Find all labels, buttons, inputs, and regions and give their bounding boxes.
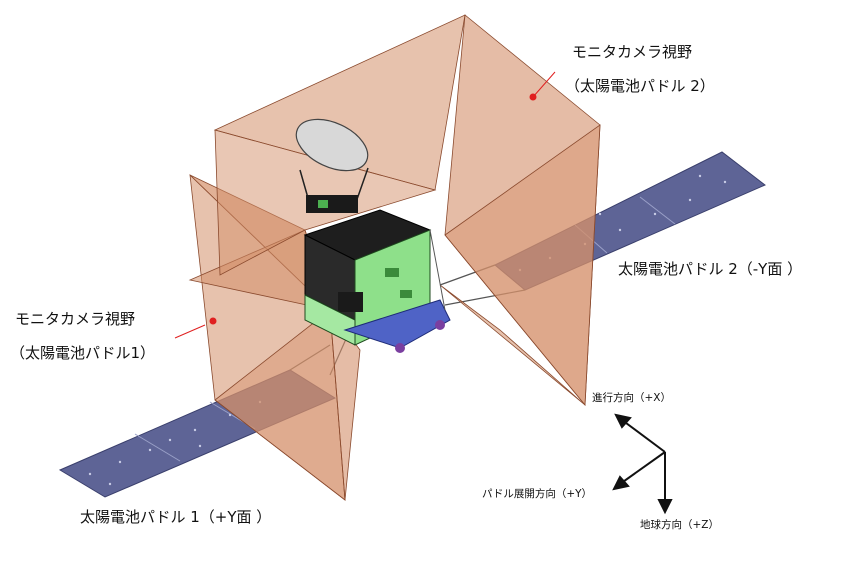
y-axis-arrowhead [612, 475, 630, 491]
x-axis-label: 進行方向（+X） [592, 392, 671, 404]
x-axis-arrowhead [614, 413, 632, 429]
monitor-fov-paddle1-label-line1: モニタカメラ視野 [15, 310, 136, 328]
antenna-dish [295, 118, 369, 172]
solar-paddle-1-label: 太陽電池パドル 1（+Y面 ） [80, 508, 272, 526]
monitor-fov-paddle2-label-line2: （太陽電池パドル 2） [565, 77, 715, 95]
axis-triad [612, 413, 673, 515]
label-pointers [174, 71, 556, 339]
z-axis-arrowhead [657, 499, 673, 515]
z-axis-label: 地球方向（+Z） [640, 519, 719, 531]
monitor-fov-paddle1-label-line2: （太陽電池パドル1） [10, 344, 155, 362]
satellite-bus [295, 118, 451, 353]
thruster [435, 320, 445, 330]
thruster [395, 343, 405, 353]
y-axis-label: パドル展開方向（+Y） [482, 488, 593, 500]
solar-paddle-2-label: 太陽電池パドル 2（-Y面 ） [618, 260, 803, 278]
monitor-fov-paddle2-label-line1: モニタカメラ視野 [572, 43, 693, 61]
